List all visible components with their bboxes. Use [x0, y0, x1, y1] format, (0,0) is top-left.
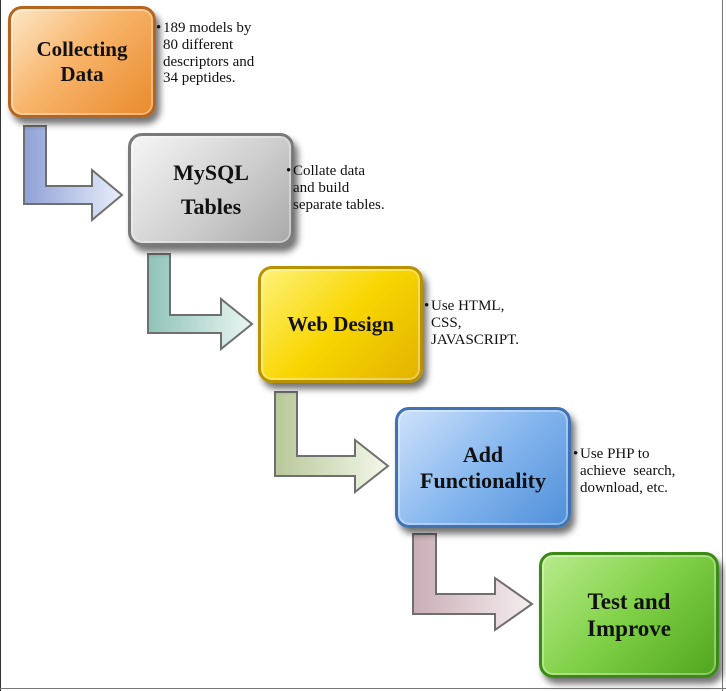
note-web-design: • Use HTML, CSS, JAVASCRIPT. [424, 298, 561, 348]
frame-right-border [722, 0, 723, 691]
note-2-line-3: separate tables. [293, 196, 385, 213]
step-5-line-2: Improve [587, 616, 671, 641]
bullet-glyph: • [286, 163, 292, 179]
step-2-line-2: Tables [180, 193, 242, 219]
step-mysql-tables: MySQL Tables [128, 133, 294, 246]
note-3-line-3: JAVASCRIPT. [431, 331, 519, 348]
note-1-line-1: 189 models by [163, 20, 252, 36]
step-add-functionality: Add Functionality [395, 407, 571, 528]
step-1-line-1: Collecting [36, 37, 128, 62]
note-add-functionality: • Use PHP to achieve search, download, e… [573, 446, 710, 496]
note-1-line-3: descriptors and [163, 53, 255, 70]
note-3-line-2: CSS, [431, 314, 462, 331]
note-4-line-3: download, etc. [580, 479, 668, 496]
note-4-line-2: achieve search, [580, 462, 676, 479]
bullet-glyph: • [424, 298, 430, 314]
step-2-line-1: MySQL [173, 159, 249, 185]
note-2-line-2: and build [293, 179, 350, 196]
step-test-and-improve: Test and Improve [539, 552, 719, 678]
arrow-shape-1 [23, 125, 124, 223]
step-4-line-1: Add [462, 441, 504, 467]
step-5-line-1: Test and [587, 588, 671, 614]
note-collecting-data: • 189 models by 80 different descriptors… [156, 20, 273, 87]
frame-bottom-border [0, 688, 726, 689]
step-1-line-2: Data [60, 62, 104, 86]
step-web-design: Web Design [258, 266, 423, 383]
note-2-line-1: Collate data [293, 163, 366, 179]
note-3-line-1: Use HTML, [431, 298, 505, 314]
arrow-shape-4 [412, 533, 534, 632]
bullet-glyph: • [573, 446, 579, 462]
step-collecting-data: Collecting Data [8, 6, 156, 118]
frame-left-border [0, 0, 1, 691]
note-1-line-2: 80 different [163, 36, 234, 53]
arrow-shape-3 [274, 391, 390, 495]
bullet-glyph: • [156, 20, 162, 36]
note-1-line-4: 34 peptides. [163, 70, 236, 87]
note-mysql-tables: • Collate data and build separate tables… [286, 163, 413, 213]
note-4-line-1: Use PHP to [580, 446, 650, 462]
step-3-line-1: Web Design [287, 312, 394, 337]
arrow-shape-2 [147, 253, 254, 352]
step-4-line-2: Functionality [420, 467, 546, 493]
